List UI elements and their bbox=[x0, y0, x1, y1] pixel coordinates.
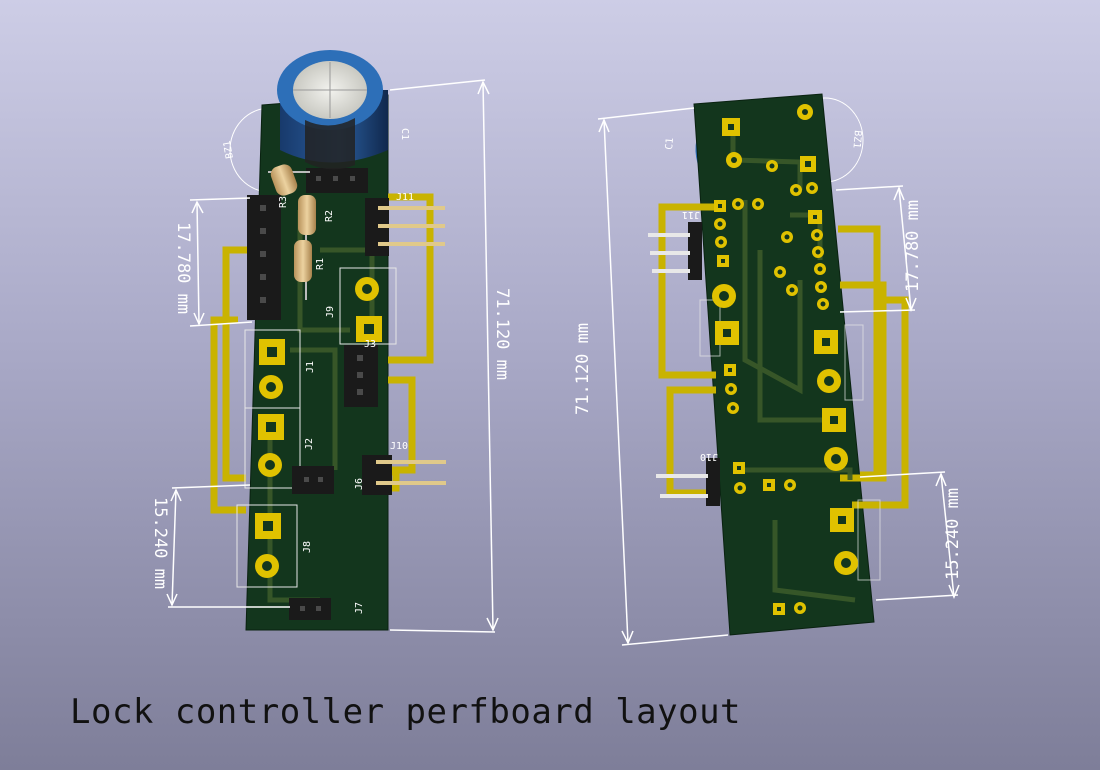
label-j11: J11 bbox=[396, 192, 414, 203]
label-bz1: BZ1 bbox=[222, 140, 236, 160]
figure-caption: Lock controller perfboard layout bbox=[70, 692, 742, 732]
front-traces bbox=[210, 193, 434, 514]
back-board-view: BZ1 C1 bbox=[573, 93, 963, 646]
front-dimension-lines bbox=[166, 79, 499, 633]
front-headers bbox=[247, 168, 378, 620]
label-r1: R1 bbox=[315, 258, 326, 270]
label-bz1-back: BZ1 bbox=[850, 130, 863, 149]
header-j6 bbox=[292, 466, 334, 494]
header-j7 bbox=[289, 598, 331, 620]
back-pads bbox=[712, 104, 858, 615]
front-pin-headers bbox=[362, 198, 446, 495]
label-j7: J7 bbox=[354, 602, 365, 614]
label-r3: R3 bbox=[278, 196, 289, 208]
label-j9: J9 bbox=[325, 306, 336, 318]
label-j10-back: J10 bbox=[700, 451, 718, 462]
label-r2: R2 bbox=[324, 210, 335, 222]
resistor-r1 bbox=[294, 240, 312, 282]
front-resistors bbox=[268, 164, 316, 300]
dim-length-front: 71.120 mm bbox=[492, 288, 512, 380]
dim-spacing-bottom-back: 15.240 mm bbox=[943, 488, 963, 580]
label-j3: J3 bbox=[364, 339, 376, 350]
label-j1: J1 bbox=[305, 361, 316, 373]
dim-spacing-top-back: 17.780 mm bbox=[903, 200, 923, 292]
front-silkscreen bbox=[236, 267, 397, 588]
front-board-view: BZ1 bbox=[150, 50, 512, 633]
label-c1: C1 bbox=[399, 128, 410, 140]
back-dim-traces bbox=[730, 128, 856, 603]
back-pin-headers bbox=[648, 222, 720, 506]
label-j8: J8 bbox=[302, 541, 313, 553]
label-c1-back: C1 bbox=[664, 137, 676, 150]
label-j10: J10 bbox=[390, 441, 408, 452]
label-j11-back: J11 bbox=[682, 209, 700, 220]
dim-spacing-bottom-front: 15.240 mm bbox=[150, 497, 170, 589]
dim-length-back: 71.120 mm bbox=[573, 323, 593, 415]
label-j6: J6 bbox=[354, 478, 365, 490]
front-pads bbox=[255, 277, 382, 578]
back-traces bbox=[658, 203, 909, 509]
label-j2: J2 bbox=[304, 438, 315, 450]
resistor-r2 bbox=[298, 195, 316, 235]
capacitor-c1 bbox=[277, 50, 388, 170]
resistor-r3 bbox=[270, 164, 298, 196]
dim-spacing-top-front: 17.780 mm bbox=[173, 222, 193, 314]
back-dimension-lines bbox=[597, 107, 960, 646]
